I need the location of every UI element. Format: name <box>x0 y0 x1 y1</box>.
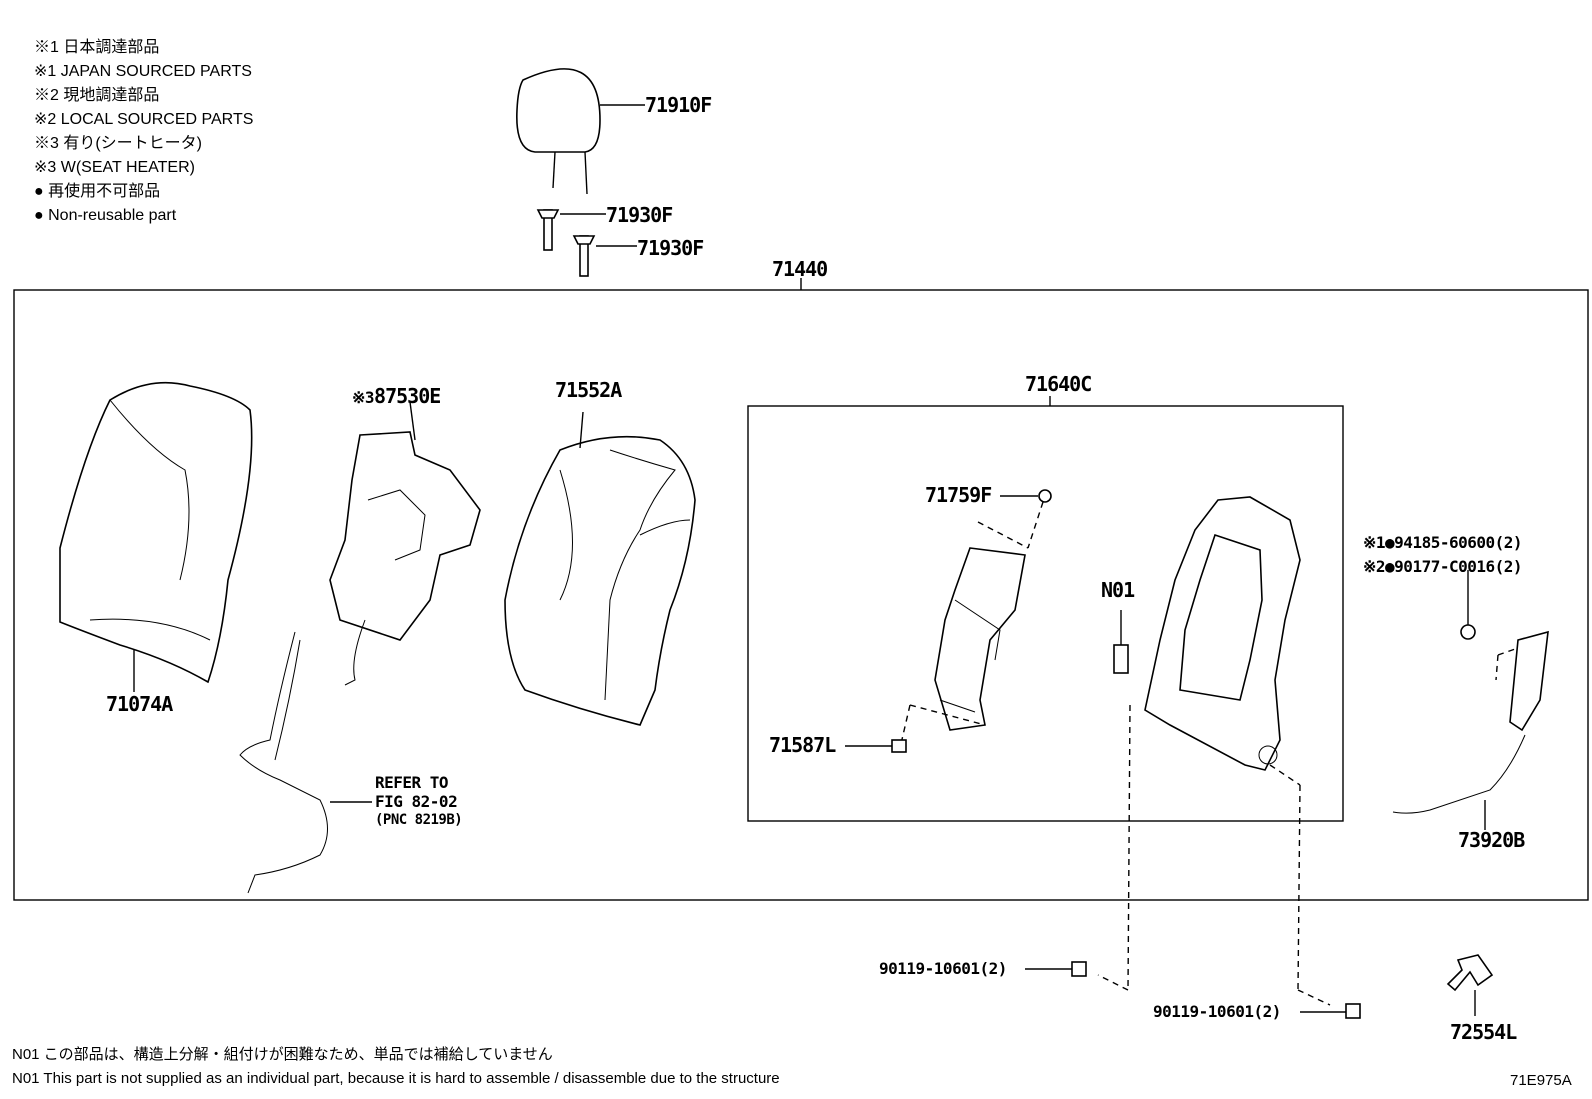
pad-shape <box>59 381 253 692</box>
refer-line-3: (PNC 8219B) <box>375 812 463 828</box>
footnote-en: N01 This part is not supplied as an indi… <box>12 1070 780 1087</box>
spring-shape <box>845 547 1026 753</box>
assembly-box <box>13 289 1589 901</box>
frame-box <box>747 405 1344 822</box>
part-label-harness[interactable]: 73920B <box>1458 828 1525 852</box>
lever-1-number: 94185-60600(2) <box>1394 533 1523 552</box>
legend-line: ※3 W(SEAT HEATER) <box>34 159 195 176</box>
figure-id: 71E975A <box>1510 1072 1572 1089</box>
legend-line: ● Non-reusable part <box>34 207 177 224</box>
refer-harness-shape <box>239 631 372 894</box>
frame-shape <box>1097 496 1331 1006</box>
part-label-lever-2[interactable]: ※2●90177-C0016(2) <box>1363 557 1523 577</box>
legend-line: ※1 JAPAN SOURCED PARTS <box>34 63 252 80</box>
part-label-assembly[interactable]: 71440 <box>772 257 828 281</box>
part-label-n01[interactable]: N01 <box>1101 578 1135 602</box>
legend: ※1 日本調達部品 ※1 JAPAN SOURCED PARTS ※2 現地調達… <box>34 36 253 228</box>
legend-line: ※2 LOCAL SOURCED PARTS <box>34 111 254 128</box>
harness-shape <box>1392 570 1549 830</box>
part-label-knob[interactable]: 72554L <box>1450 1020 1517 1044</box>
bolt-shapes <box>1025 961 1361 1019</box>
part-label-guide-b[interactable]: 71930F <box>637 236 704 260</box>
headrest-shape <box>516 68 645 195</box>
part-label-headrest[interactable]: 71910F <box>645 93 712 117</box>
knob-shape <box>1446 954 1494 1016</box>
heater-prefix: ※3 <box>352 388 375 407</box>
guide-shapes <box>536 209 637 277</box>
legend-line: ※2 現地調達部品 <box>34 87 160 104</box>
refer-line-2: FIG 82-02 <box>375 792 458 811</box>
lever-1-prefix: ※1● <box>1363 533 1395 552</box>
part-label-clip[interactable]: 71759F <box>925 483 992 507</box>
heater-number: 87530E <box>374 384 441 408</box>
part-label-heater[interactable]: ※387530E <box>352 384 441 408</box>
part-label-bolt-b[interactable]: 90119-10601(2) <box>1153 1002 1281 1021</box>
refer-line-1: REFER TO <box>375 773 449 792</box>
cover-shape <box>504 411 696 726</box>
part-label-frame-sub[interactable]: 71640C <box>1025 372 1092 396</box>
part-label-spring[interactable]: 71587L <box>769 733 836 757</box>
part-label-bolt-a[interactable]: 90119-10601(2) <box>879 959 1007 978</box>
part-label-lever-1[interactable]: ※1●94185-60600(2) <box>1363 533 1523 553</box>
footnote-jp: N01 この部品は、構造上分解・組付けが困難なため、単品では補給していません <box>12 1046 553 1063</box>
clip-shape <box>977 489 1052 549</box>
part-label-cover[interactable]: 71552A <box>555 378 622 402</box>
lever-2-prefix: ※2● <box>1363 557 1395 576</box>
legend-line: ※3 有り(シートヒータ) <box>34 135 203 152</box>
heater-shape <box>329 401 481 686</box>
refer-note[interactable]: REFER TO FIG 82-02 (PNC 8219B) <box>375 773 463 830</box>
legend-line: ● 再使用不可部品 <box>34 183 161 200</box>
lever-2-number: 90177-C0016(2) <box>1394 557 1523 576</box>
n01-shape <box>1113 610 1129 674</box>
part-label-pad[interactable]: 71074A <box>106 692 173 716</box>
legend-line: ※1 日本調達部品 <box>34 39 160 56</box>
part-label-guide-a[interactable]: 71930F <box>606 203 673 227</box>
